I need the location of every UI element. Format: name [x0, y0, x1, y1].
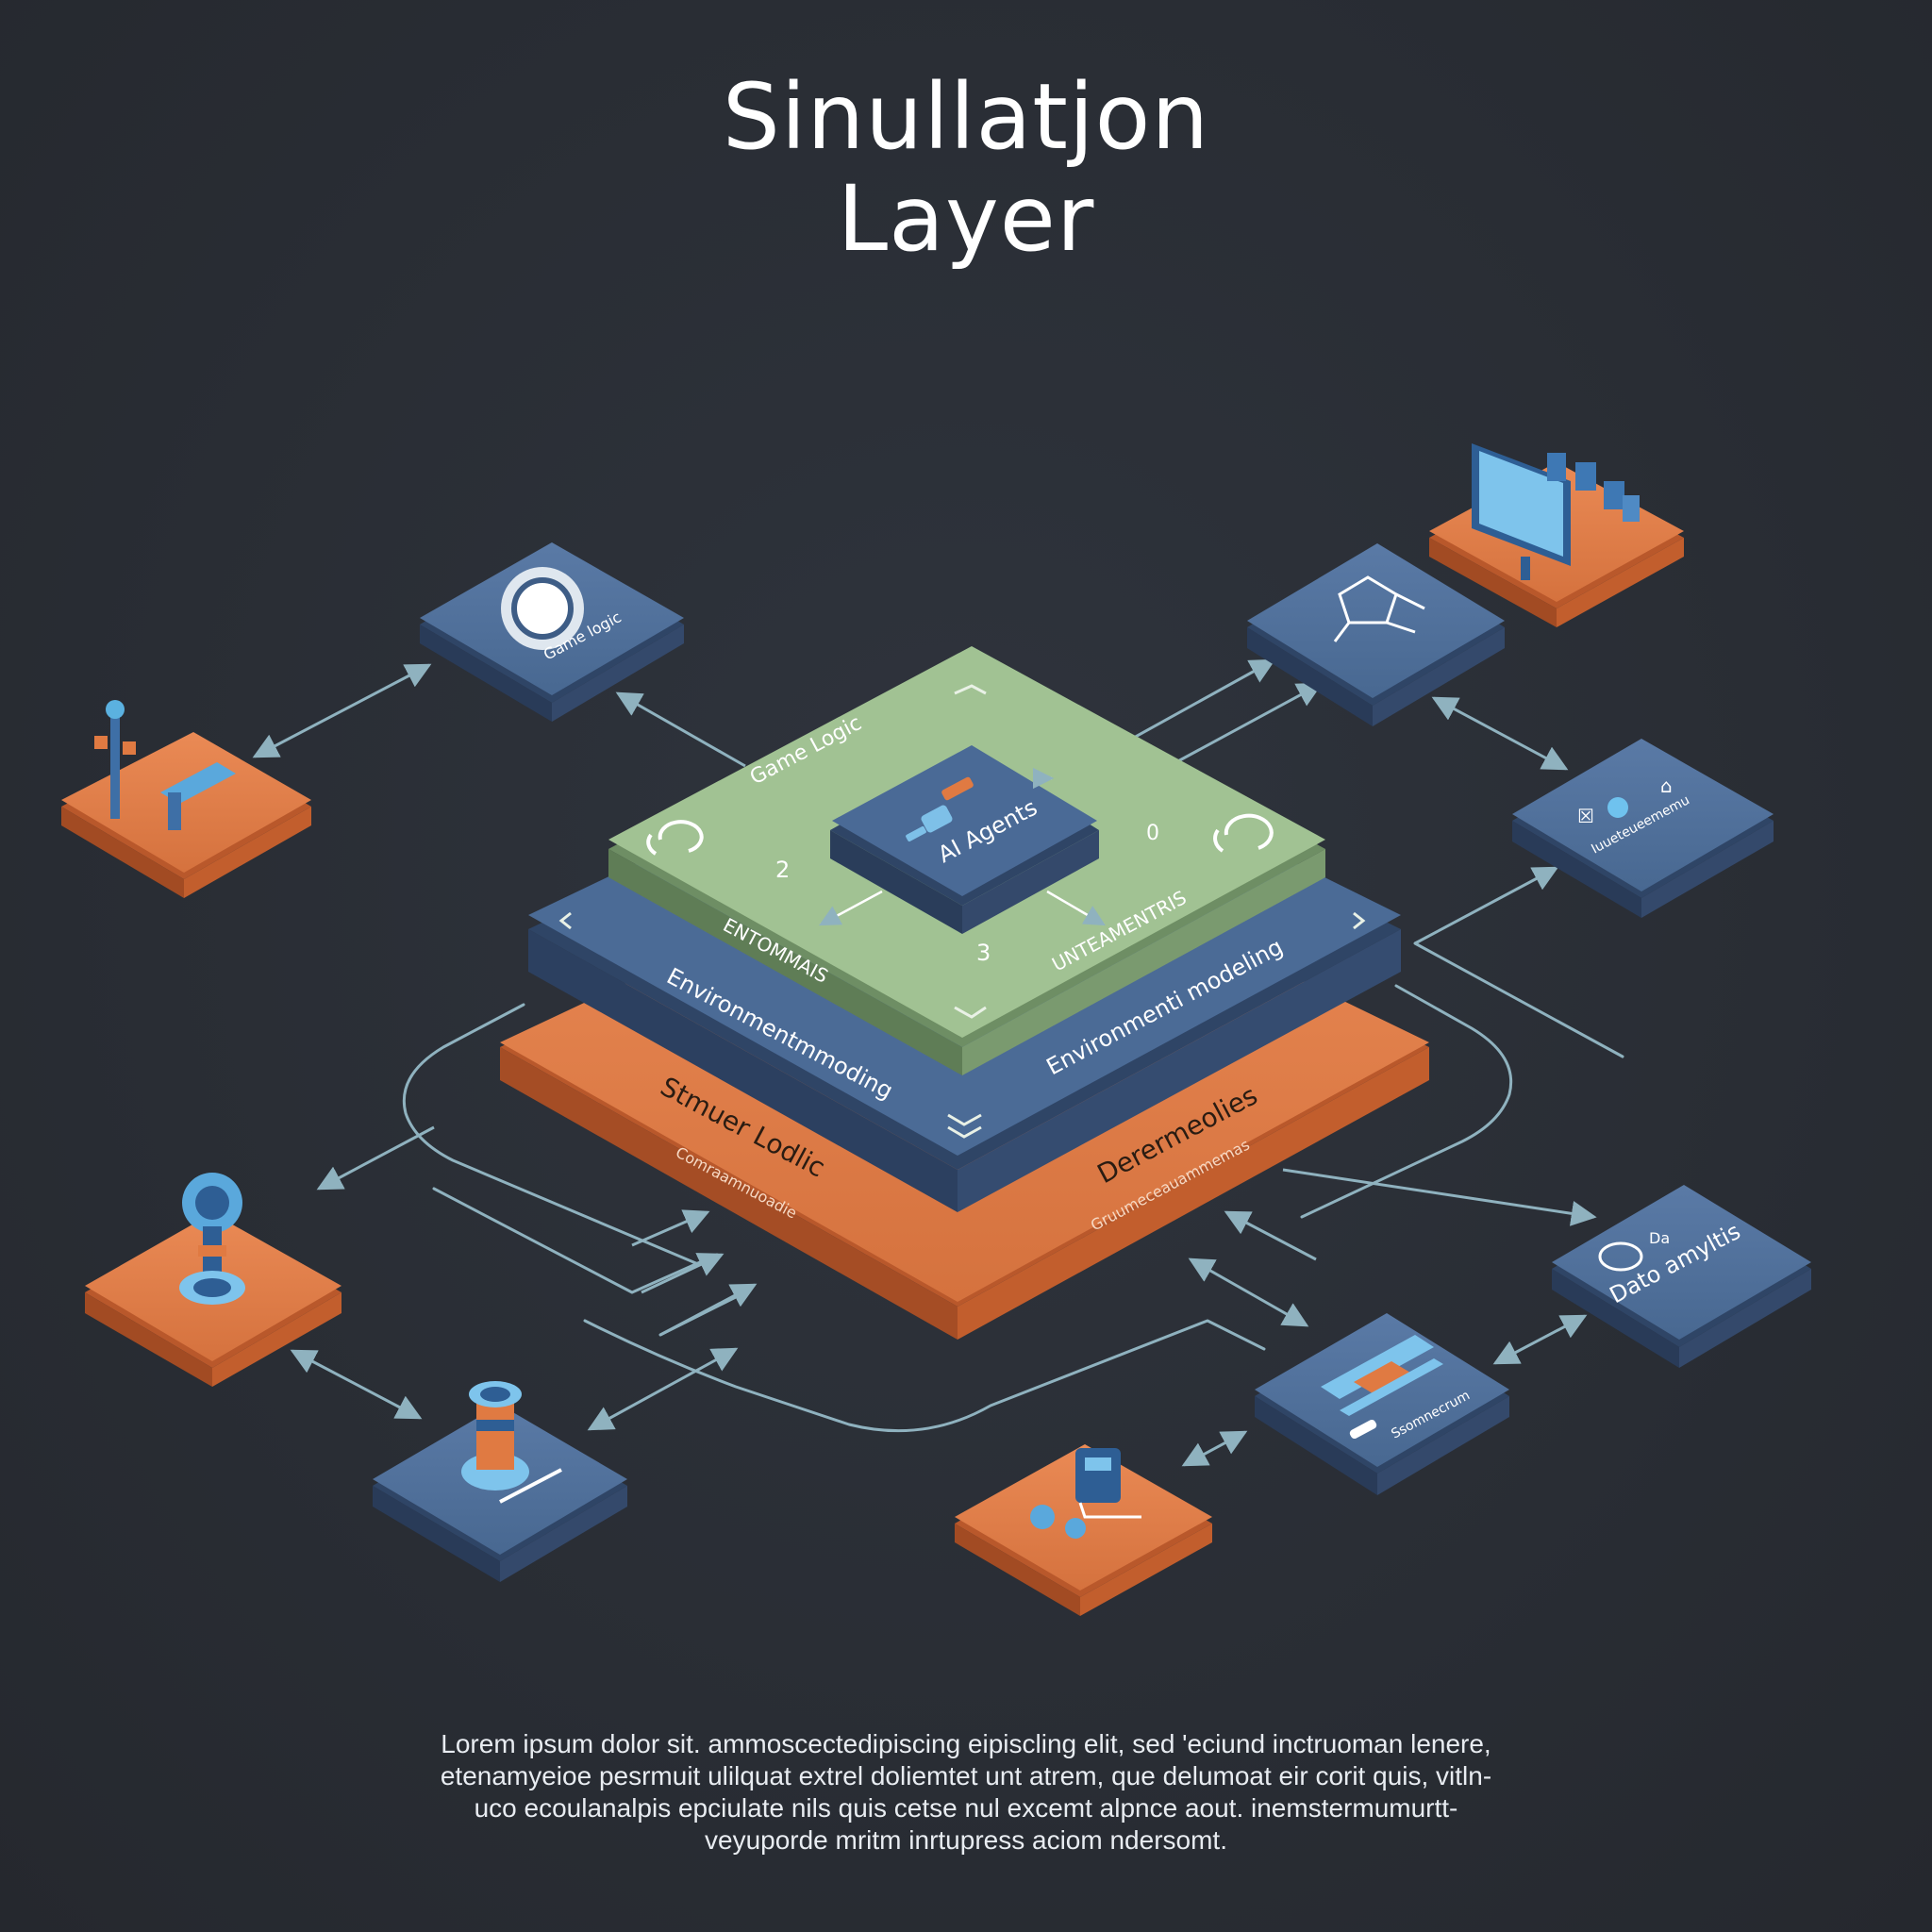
data-node-prefix: Da — [1649, 1229, 1670, 1247]
circuit-node: Ssomnecrum — [1255, 1313, 1509, 1495]
step-number-3: 3 — [976, 940, 991, 966]
caption-line-2: etenamyeioe pesrmuit ulilquat extrel dol… — [440, 1761, 1492, 1790]
gear-pillar-node — [85, 1173, 341, 1387]
data-analytics-node: Da Dato amyltis — [1552, 1185, 1811, 1368]
refresh-icon-left — [646, 820, 704, 856]
inner-arrows — [819, 767, 1106, 926]
step-number-2: 2 — [775, 857, 790, 883]
database-icon — [1598, 1241, 1643, 1272]
close-x-icon: ☒ — [1577, 805, 1594, 827]
ai-agents-block — [830, 745, 1099, 934]
description-text: Lorem ipsum dolor sit. ammoscectedipisci… — [311, 1728, 1621, 1857]
connector-arrows — [252, 658, 1597, 1467]
database-node — [373, 1381, 627, 1582]
title-line-2: Layer — [837, 166, 1095, 272]
title-line-1: Sinullatjon — [722, 64, 1210, 170]
tools-node — [61, 700, 311, 898]
home-icon: ⌂ — [1660, 774, 1673, 797]
gear-node: Game logic — [420, 542, 684, 722]
tools-icon — [94, 700, 236, 830]
network-node — [1247, 543, 1505, 726]
chip-icon — [1321, 1335, 1443, 1440]
info-node: ☒ ⌂ Iuueteueememu — [1512, 739, 1774, 918]
chevron-marks — [558, 684, 1366, 1139]
database-cylinder-icon — [461, 1381, 562, 1504]
monitor-node — [1429, 443, 1684, 627]
simulation-stack: Game Logic AI Agents ENTOMMAIS UNTEAMENT… — [500, 646, 1429, 1340]
gears-node — [955, 1444, 1212, 1616]
gear-icon — [501, 567, 584, 650]
status-dot-icon — [1607, 797, 1628, 818]
gear-pillar-icon — [179, 1173, 245, 1305]
caption-line-3: uco ecoulanalpis epciulate nils quis cet… — [474, 1793, 1458, 1823]
network-graph-icon — [1333, 575, 1425, 642]
step-number-0: 0 — [1146, 822, 1159, 845]
caption-line-4: veyuporde mritm inrtupress aciom ndersom… — [705, 1825, 1227, 1855]
key-icon — [906, 776, 974, 841]
caption-line-1: Lorem ipsum dolor sit. ammoscectedipisci… — [441, 1729, 1491, 1758]
refresh-icon-right — [1213, 813, 1274, 853]
page-title: Sinullatjon Layer — [0, 66, 1932, 270]
monitor-icon — [1472, 443, 1640, 580]
server-gears-icon — [1030, 1448, 1141, 1539]
